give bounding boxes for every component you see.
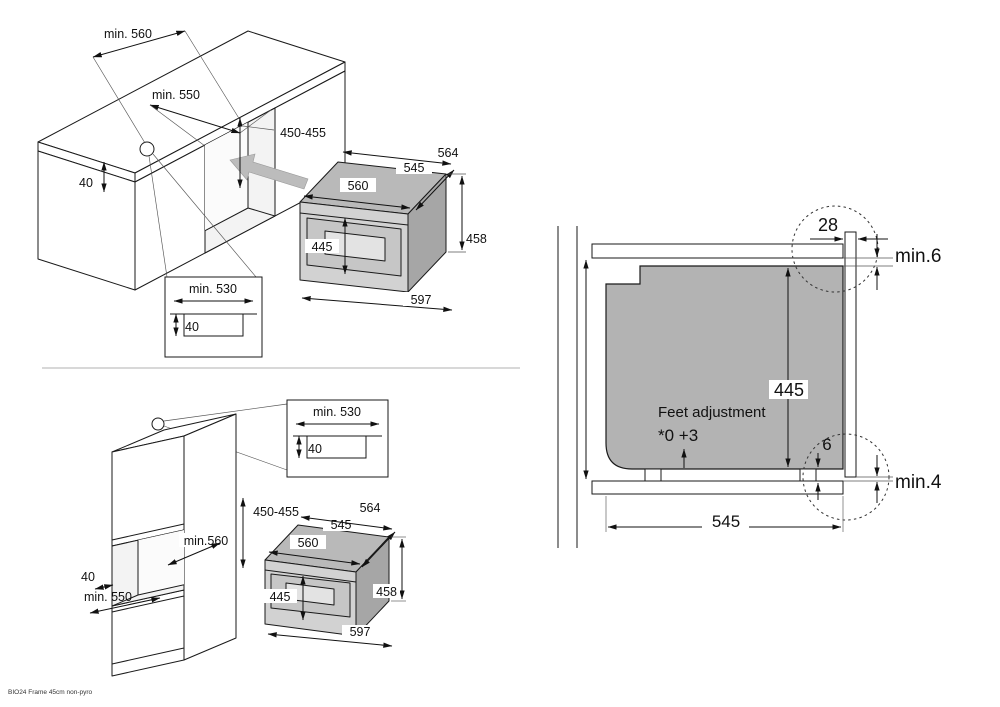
wall — [557, 226, 578, 548]
dim-counter-hole-offset: 40 — [79, 176, 93, 190]
dim-body-depth: 545 — [712, 512, 740, 531]
dim-frame-width: min. 530 — [189, 282, 237, 296]
column-dimensions: 450-455 min.560 40 min. 550 — [81, 497, 299, 614]
oven-body-section — [605, 265, 844, 470]
feet-adjustment-label: Feet adjustment — [658, 404, 766, 421]
feet-adjustment-value: *0 +3 — [658, 426, 698, 445]
dim-oven-total-height: 458 — [466, 232, 487, 246]
dim-column-hole-offset: 40 — [81, 570, 95, 584]
dim-top-clearance: min.6 — [895, 246, 941, 267]
dim-foot-height: 6 — [822, 435, 831, 454]
dim-body-height-group: 445 — [769, 267, 808, 468]
dim-top-clearance-group: min.6 — [843, 234, 941, 290]
dim-bottom-clearance-group: min.4 — [843, 455, 942, 503]
counter-installation-view: min. 560 min. 550 450-455 40 min. 530 40 — [37, 27, 487, 358]
dim-bottom-clearance: min.4 — [895, 472, 942, 493]
dim-column-niche-height: 450-455 — [253, 505, 299, 519]
dim-oven-total-width-front: 597 — [411, 293, 432, 307]
dim-counter-niche-height: 450-455 — [280, 126, 326, 140]
cable-hole — [139, 141, 155, 157]
column-installation-view: min. 530 40 — [81, 399, 406, 677]
oven-foot-front — [799, 468, 817, 482]
dim-oven-height: 445 — [270, 590, 291, 604]
oven-drawing-bottom — [264, 524, 390, 637]
oven-dimensions-bottom: 560 545 564 445 458 597 — [263, 500, 406, 648]
dim-column-niche-width: min. 550 — [84, 590, 132, 604]
dim-oven-height: 445 — [312, 240, 333, 254]
dim-foot-height-group: 6 — [815, 435, 832, 500]
feet-adjustment-note: Feet adjustment *0 +3 — [658, 404, 766, 468]
dim-oven-total-height: 458 — [376, 585, 397, 599]
insertion-arrow — [229, 153, 309, 190]
dim-frame-depth: 40 — [185, 320, 199, 334]
dim-oven-depth: 545 — [331, 518, 352, 532]
dim-counter-niche-depth: min. 550 — [152, 88, 200, 102]
dim-frame-depth: 28 — [818, 215, 838, 235]
frame-detail-counter: min. 530 40 — [148, 153, 263, 358]
bottom-shelf — [591, 480, 844, 495]
dim-frame-width: min. 530 — [313, 405, 361, 419]
dim-counter-niche-width: min. 560 — [104, 27, 152, 41]
oven-foot-rear — [644, 468, 662, 482]
frame-detail-column: min. 530 40 — [163, 399, 389, 478]
dim-body-height: 445 — [774, 380, 804, 400]
front-frame-section — [844, 231, 857, 478]
dim-frame-depth-group: 28 — [810, 215, 888, 242]
dim-body-depth-group: 545 — [605, 496, 844, 532]
dim-oven-total-width: 564 — [360, 501, 381, 515]
dim-oven-depth: 545 — [404, 161, 425, 175]
oven-dimensions-top: 560 545 564 445 458 597 — [301, 145, 487, 312]
cable-hole — [151, 417, 165, 431]
dim-column-niche-depth: min.560 — [184, 534, 229, 548]
dim-oven-width: 560 — [348, 179, 369, 193]
side-section-view: 28 min.6 445 Feet adjustment *0 +3 6 — [557, 205, 942, 548]
dim-oven-total-width: 564 — [438, 146, 459, 160]
drawing-footnote: BIO24 Frame 45cm non-pyro — [8, 689, 93, 696]
dim-oven-total-width-front: 597 — [350, 625, 371, 639]
dim-frame-depth: 40 — [308, 442, 322, 456]
counter-cabinet-drawing — [37, 30, 346, 291]
counter-dimensions: min. 560 min. 550 450-455 40 — [79, 27, 326, 193]
top-panel — [591, 243, 844, 259]
dim-oven-width: 560 — [298, 536, 319, 550]
